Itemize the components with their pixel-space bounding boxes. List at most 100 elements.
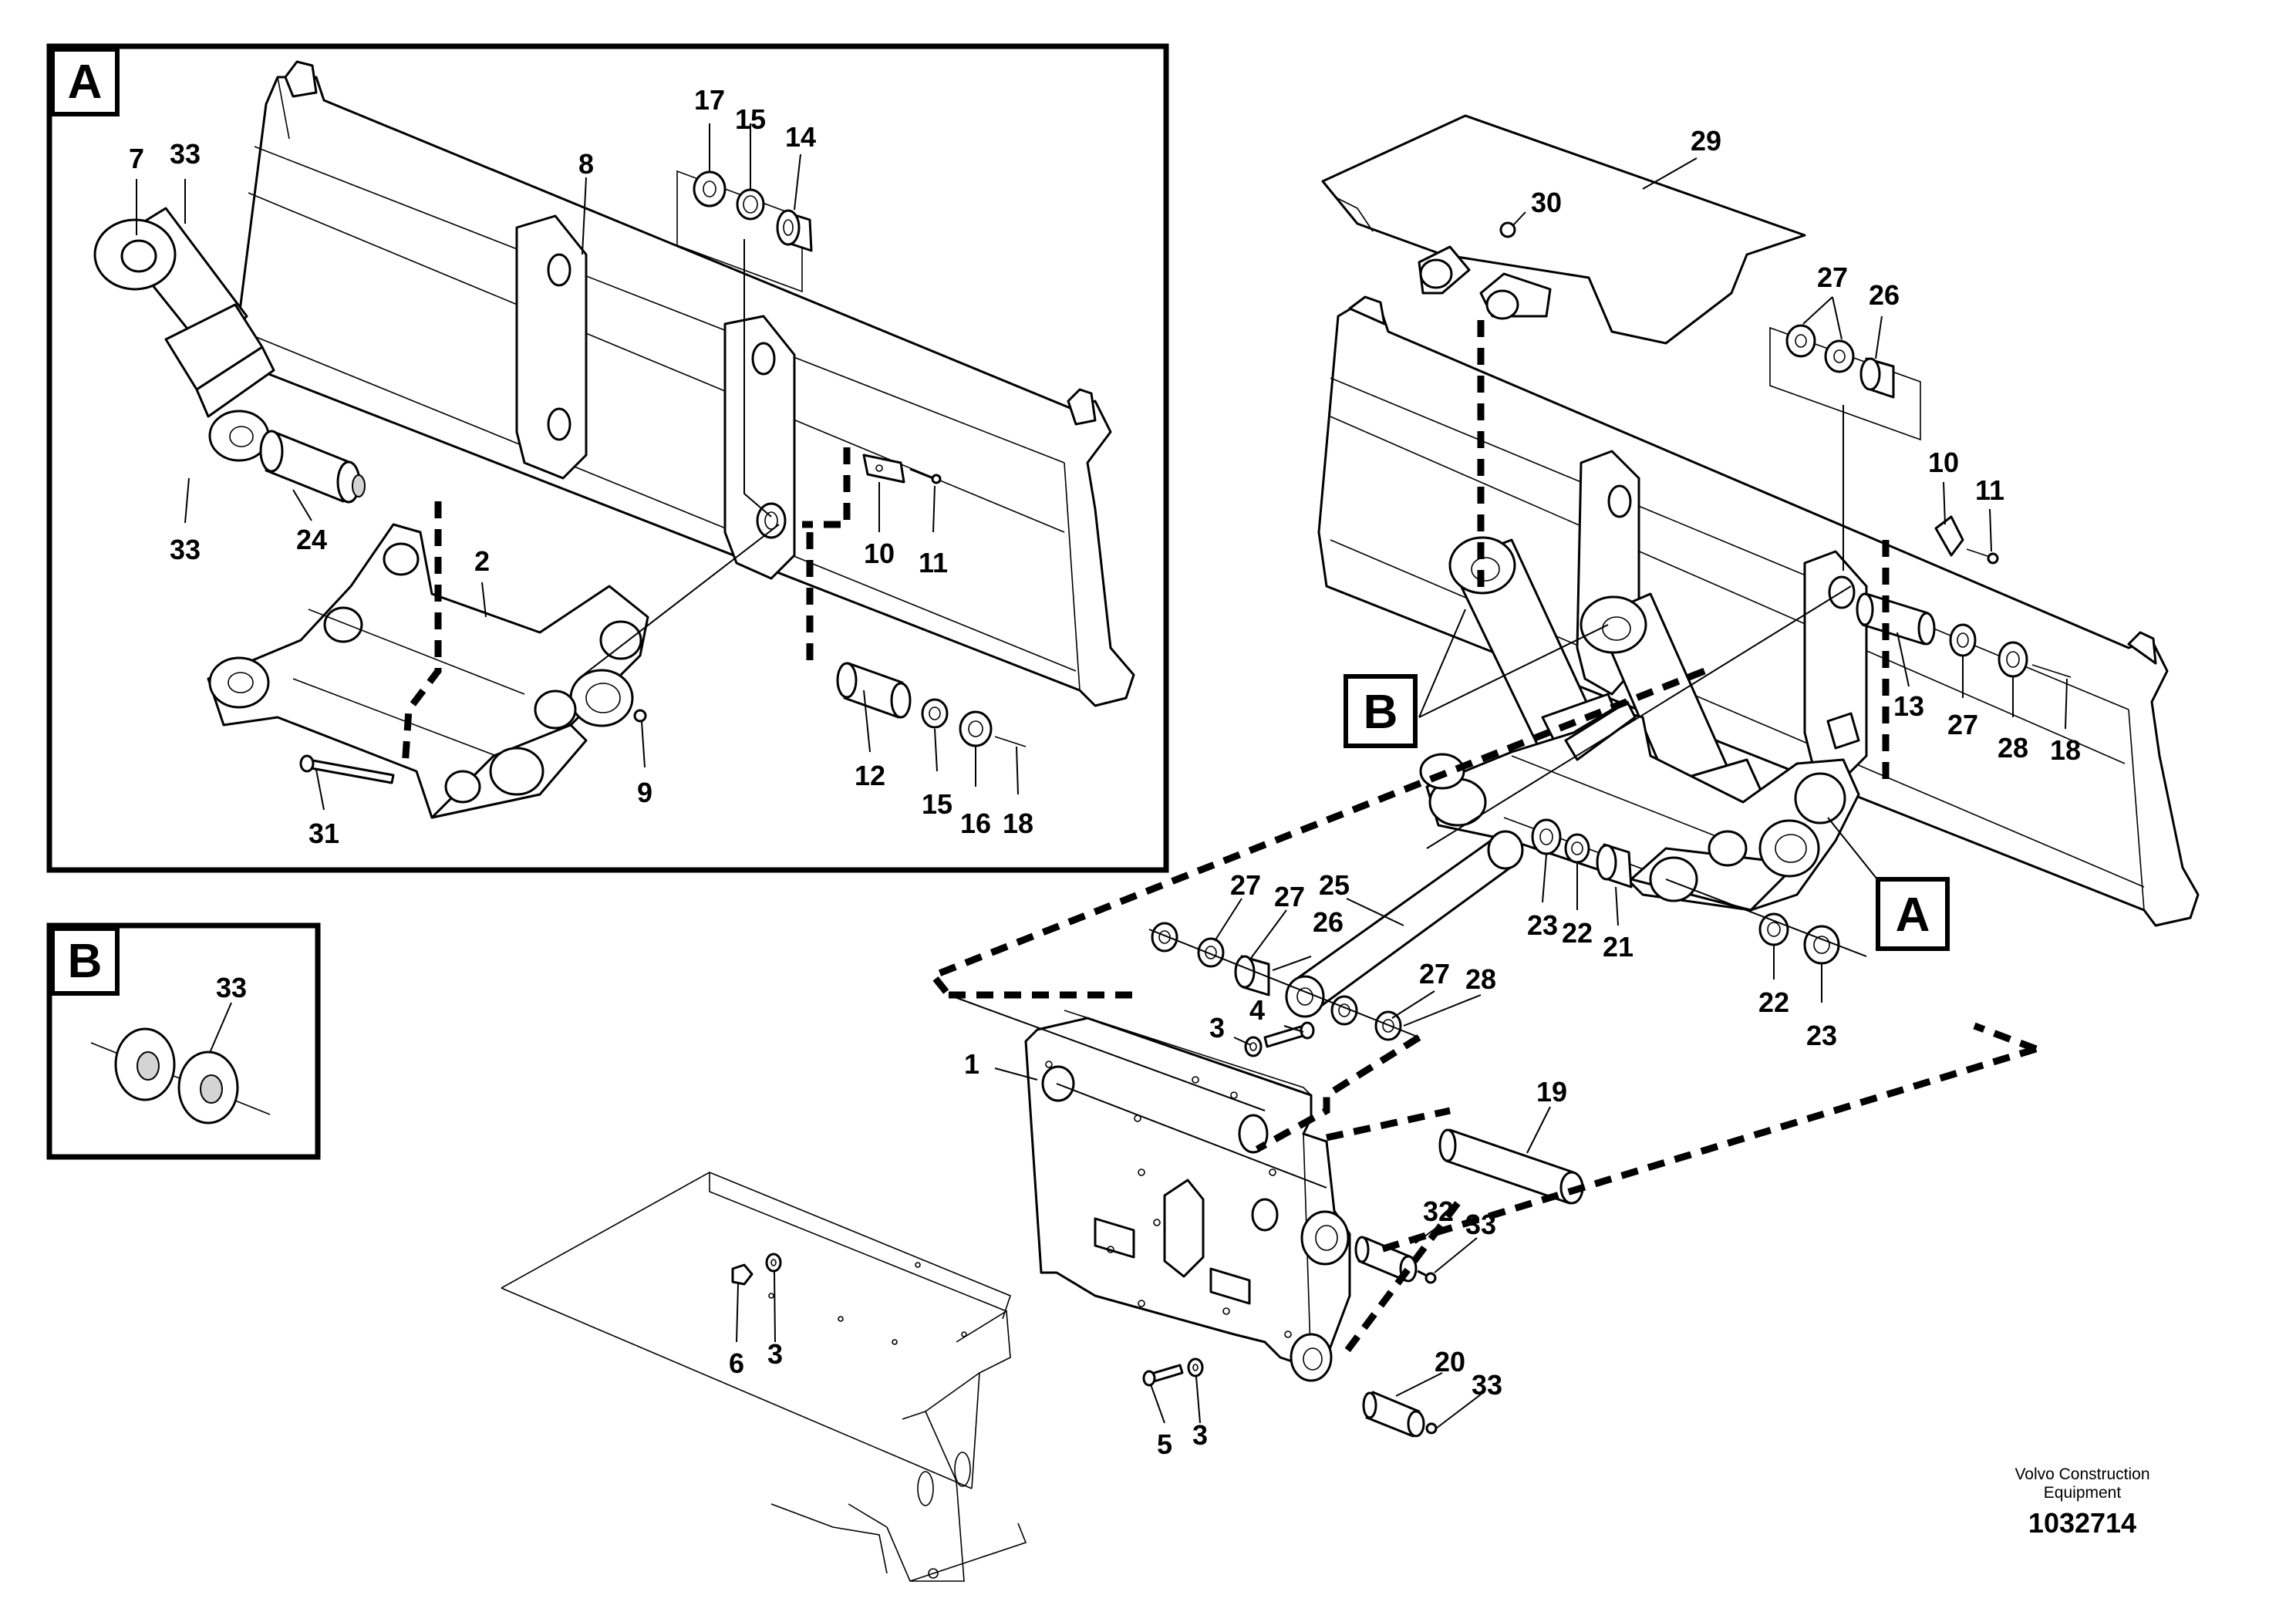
part-label: 33 <box>170 534 201 565</box>
main-pin-19 <box>1438 1128 1584 1205</box>
main-assembly <box>501 114 2200 1582</box>
part-label: 27 <box>1274 881 1305 912</box>
part-label: 10 <box>1928 447 1959 478</box>
part-label: 27 <box>1947 709 1978 740</box>
main-link-25 <box>1285 700 1637 1018</box>
part-label: 3 <box>1192 1419 1208 1451</box>
part-label: 12 <box>855 760 885 791</box>
inset-a-dash-1 <box>401 501 442 768</box>
part-label: 18 <box>1003 808 1033 839</box>
part-label: 4 <box>1249 994 1265 1026</box>
part-label: 27 <box>1817 261 1848 293</box>
main-bolt-4 <box>1244 1021 1315 1057</box>
main-callout-a-label: A <box>1896 889 1930 942</box>
main-line-2 <box>1426 585 1852 849</box>
part-label: 6 <box>729 1347 744 1379</box>
main-pin-20 <box>1362 1391 1438 1438</box>
manufacturer-line1: Volvo Construction <box>2014 1465 2149 1483</box>
main-bolt-5 <box>1142 1357 1204 1387</box>
main-dash-8 <box>1973 1022 2038 1053</box>
main-line-4 <box>1056 1083 1327 1189</box>
inset-a-cylinder-7 <box>93 207 275 462</box>
part-label: 10 <box>864 538 895 569</box>
main-washer-23-r <box>1803 925 1840 965</box>
part-labels-inset-b: 33 <box>216 972 247 1003</box>
footer: Volvo Construction Equipment 1032714 <box>2014 1465 2149 1539</box>
inset-a-frame <box>46 43 1169 873</box>
inset-b-label-box <box>50 926 120 996</box>
part-label: 2 <box>474 545 490 577</box>
part-label: 33 <box>1465 1209 1496 1240</box>
inset-a-label: A <box>68 56 103 109</box>
part-label: 21 <box>1603 931 1633 963</box>
part-label: 22 <box>1758 986 1789 1018</box>
part-label: 16 <box>960 808 991 839</box>
main-pin-32 <box>1354 1236 1437 1284</box>
part-label: 24 <box>296 524 327 555</box>
main-dash-5 <box>1255 1034 1421 1152</box>
part-label: 8 <box>578 148 594 180</box>
inset-a-clip-10 <box>862 454 942 484</box>
inset-a-label-box <box>50 47 120 116</box>
inset-a-bracket-2 <box>207 523 649 819</box>
part-label: 30 <box>1531 187 1562 218</box>
main-dash-7 <box>1379 1045 2038 1253</box>
part-label: 7 <box>129 143 144 174</box>
part-label: 23 <box>1806 1020 1837 1051</box>
main-callout-b: B <box>1344 674 1418 748</box>
part-label: 33 <box>1472 1369 1502 1401</box>
part-label: 11 <box>919 547 948 578</box>
inset-a-nut-9 <box>633 709 647 723</box>
part-label: 14 <box>785 121 816 153</box>
part-label: 17 <box>694 84 725 116</box>
main-callout-b-label: B <box>1364 686 1398 739</box>
part-label: 15 <box>922 788 952 820</box>
main-washer-group-top <box>1769 324 1921 441</box>
part-label: 13 <box>1893 690 1924 722</box>
part-label: 18 <box>2050 734 2081 766</box>
main-guard-29 <box>1321 114 1806 345</box>
main-pin-13 <box>1856 592 2072 678</box>
part-label: 28 <box>1465 963 1496 995</box>
part-label: 5 <box>1157 1428 1172 1460</box>
part-label: 22 <box>1562 917 1593 949</box>
part-label: 15 <box>735 103 766 135</box>
part-label: 25 <box>1319 869 1350 901</box>
main-chassis <box>501 1172 1027 1582</box>
part-label: 20 <box>1435 1346 1465 1378</box>
main-washer-22-r <box>1758 912 1789 946</box>
inset-a-blade <box>234 60 1135 707</box>
main-dash-6 <box>1326 1107 1451 1141</box>
part-labels-inset-a: 7 33 33 24 2 8 17 15 14 10 11 12 15 16 1… <box>129 84 1033 849</box>
main-washers-21-23 <box>1531 818 1633 889</box>
part-label: 26 <box>1313 906 1344 938</box>
main-callout-a: A <box>1876 877 1950 951</box>
main-clip-10 <box>1934 515 1999 565</box>
part-label: 29 <box>1691 125 1721 157</box>
inset-b-frame <box>46 922 321 1160</box>
main-mounting-plate-1 <box>1024 1010 1351 1382</box>
part-label: 1 <box>964 1048 979 1080</box>
part-label: 23 <box>1527 909 1558 941</box>
part-label: 11 <box>1975 474 2004 506</box>
part-label: 9 <box>637 777 652 808</box>
part-label: 26 <box>1869 279 1900 311</box>
inset-b-label: B <box>68 935 103 988</box>
document-number: 1032714 <box>2028 1507 2136 1539</box>
part-label: 19 <box>1536 1076 1567 1108</box>
part-labels-main: 29 30 27 26 10 11 13 27 28 18 25 27 27 2… <box>729 125 2081 1460</box>
part-label: 31 <box>308 818 339 849</box>
manufacturer-line2: Equipment <box>2044 1484 2122 1502</box>
main-axis-right <box>1665 878 1867 957</box>
part-label: 3 <box>1209 1012 1225 1044</box>
part-label: 33 <box>170 138 201 170</box>
main-dash-9 <box>1339 1201 1461 1360</box>
inset-a-pin-12 <box>836 662 1027 747</box>
inset-a-line-1 <box>743 239 772 518</box>
inset-a-bolt-31 <box>299 754 395 784</box>
inset-a-line-2 <box>578 524 780 679</box>
part-label: 27 <box>1230 869 1261 901</box>
main-washer-group-left <box>1148 922 1420 1041</box>
